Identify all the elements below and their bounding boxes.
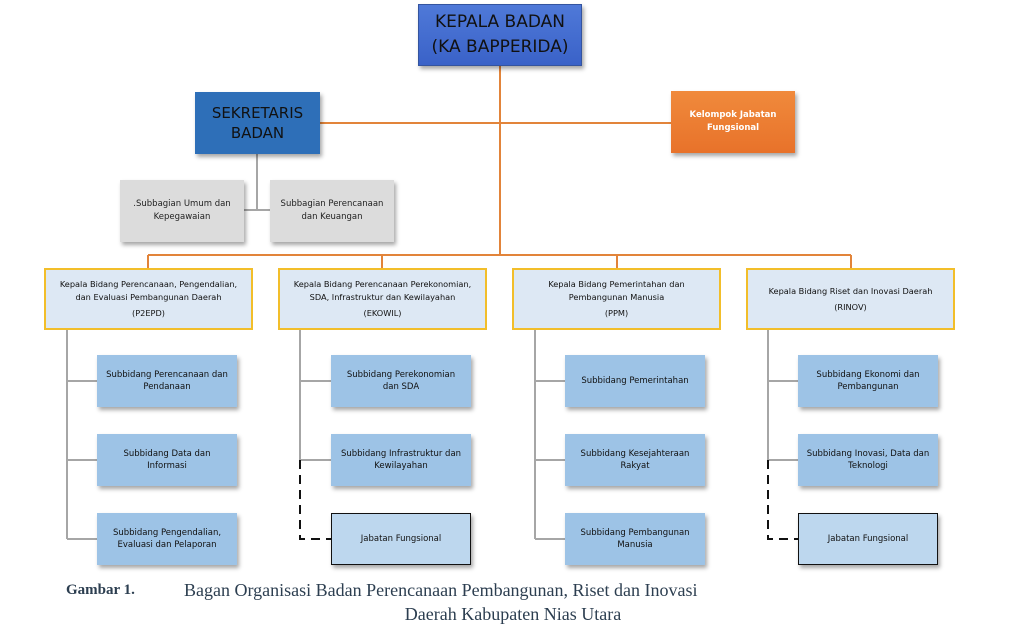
subbidang-line1: Subbidang Pembangunan — [580, 527, 690, 538]
subbagian-line1: .Subbagian Umum dan — [133, 199, 231, 209]
kepala-badan-line1: KEPALA BADAN — [434, 12, 565, 32]
subbidang-box: Subbidang Perekonomian dan SDA — [331, 355, 471, 407]
kabid-line2: SDA, Infrastruktur dan Kewilayahan — [309, 291, 456, 302]
subbidang-box: Subbidang Pemerintahan — [565, 355, 705, 407]
caption-line2: Daerah Kabupaten Nias Utara — [404, 604, 622, 624]
jabatan-fungsional-box: Jabatan Fungsional — [331, 513, 471, 565]
subbidang-line2: Informasi — [147, 461, 187, 471]
kabid-code: (P2EPD) — [132, 308, 165, 319]
kabid-rinov-box: Kepala Bidang Riset dan Inovasi Daerah (… — [746, 268, 955, 330]
kabid-line1: Kepala Bidang Pemerintahan dan — [548, 279, 685, 290]
subbidang-line1: Subbidang Perekonomian — [346, 369, 456, 380]
subbidang-line2: Manusia — [617, 540, 653, 550]
kabid-line1: Kepala Bidang Perencanaan Perekonomian, — [293, 279, 472, 290]
kabid-ppm-box: Kepala Bidang Pemerintahan dan Pembangun… — [512, 268, 721, 330]
subbidang-line1: Subbidang Kesejahteraan — [580, 448, 690, 459]
subbidang-box: Subbidang Data dan Informasi — [97, 434, 237, 486]
subbagian-line2: Kepegawaian — [153, 212, 211, 222]
subbidang-line1: Subbidang Pemerintahan — [581, 375, 689, 386]
subbidang-line2: Rakyat — [620, 461, 650, 471]
kabid-code: (RINOV) — [834, 302, 867, 312]
kabid-line2: Pembangunan Manusia — [568, 291, 665, 302]
col2-dashed-connector — [299, 460, 331, 540]
subbidang-box: Subbidang Perencanaan dan Pendanaan — [97, 355, 237, 407]
subbidang-line1: Subbidang Pengendalian, — [112, 527, 222, 538]
subbidang-line1: Subbidang Ekonomi dan — [816, 369, 920, 380]
subbidang-box: Subbidang Infrastruktur dan Kewilayahan — [331, 434, 471, 486]
subbidang-line2: Pembangunan — [837, 382, 899, 392]
subbidang-line1: Subbidang Data dan — [123, 448, 211, 459]
kabid-ekowil-box: Kepala Bidang Perencanaan Perekonomian, … — [278, 268, 487, 330]
col4-dashed-connector — [767, 460, 798, 540]
subbidang-line2: Teknologi — [848, 461, 888, 471]
subbidang-line2: dan SDA — [382, 382, 420, 392]
kelompok-line1: Kelompok Jabatan — [689, 110, 777, 120]
sekretaris-line2: BADAN — [230, 124, 285, 142]
kabid-line2: dan Evaluasi Pembangunan Daerah — [75, 291, 222, 302]
subbidang-line1: Subbidang Perencanaan dan — [106, 369, 228, 380]
kabid-code: (PPM) — [604, 308, 629, 319]
subbagian-perencanaan-box: Subbagian Perencanaan dan Keuangan — [270, 180, 394, 242]
subbidang-line2: Kewilayahan — [374, 461, 428, 471]
subbidang-box: Subbidang Ekonomi dan Pembangunan — [798, 355, 938, 407]
subbagian-umum-box: .Subbagian Umum dan Kepegawaian — [120, 180, 244, 242]
kabid-p2epd-box: Kepala Bidang Perencanaan, Pengendalian,… — [44, 268, 253, 330]
kelompok-line2: Fungsional — [706, 123, 760, 133]
jabatan-fungsional-label: Jabatan Fungsional — [360, 534, 442, 544]
jabatan-fungsional-label: Jabatan Fungsional — [827, 534, 909, 544]
kepala-badan-box: KEPALA BADAN (KA BAPPERIDA) — [418, 4, 582, 66]
kabid-line1: Kepala Bidang Perencanaan, Pengendalian, — [59, 279, 238, 290]
subbagian-line2: dan Keuangan — [301, 212, 363, 222]
subbidang-box: Subbidang Pembangunan Manusia — [565, 513, 705, 565]
subbidang-line2: Pendanaan — [143, 382, 191, 392]
subbidang-box: Subbidang Kesejahteraan Rakyat — [565, 434, 705, 486]
subbidang-line1: Subbidang Infrastruktur dan — [340, 448, 462, 459]
caption-line1: Bagan Organisasi Badan Perencanaan Pemba… — [184, 580, 698, 600]
jabatan-fungsional-box: Jabatan Fungsional — [798, 513, 938, 565]
subbidang-box: Subbidang Inovasi, Data dan Teknologi — [798, 434, 938, 486]
sekretaris-line1: SEKRETARIS — [211, 104, 304, 122]
subbidang-line2: Evaluasi dan Pelaporan — [117, 540, 217, 550]
subbidang-box: Subbidang Pengendalian, Evaluasi dan Pel… — [97, 513, 237, 565]
subbagian-line1: Subbagian Perencanaan — [280, 199, 384, 209]
sekretaris-box: SEKRETARIS BADAN — [195, 92, 320, 154]
kabid-line1: Kepala Bidang Riset dan Inovasi Daerah — [768, 285, 933, 296]
caption-label: Gambar 1. — [66, 582, 135, 598]
kabid-code: (EKOWIL) — [363, 308, 402, 319]
kepala-badan-line2: (KA BAPPERIDA) — [431, 37, 569, 57]
kelompok-jabatan-fungsional-box: Kelompok Jabatan Fungsional — [671, 91, 795, 153]
subbidang-line1: Subbidang Inovasi, Data dan — [806, 448, 930, 459]
